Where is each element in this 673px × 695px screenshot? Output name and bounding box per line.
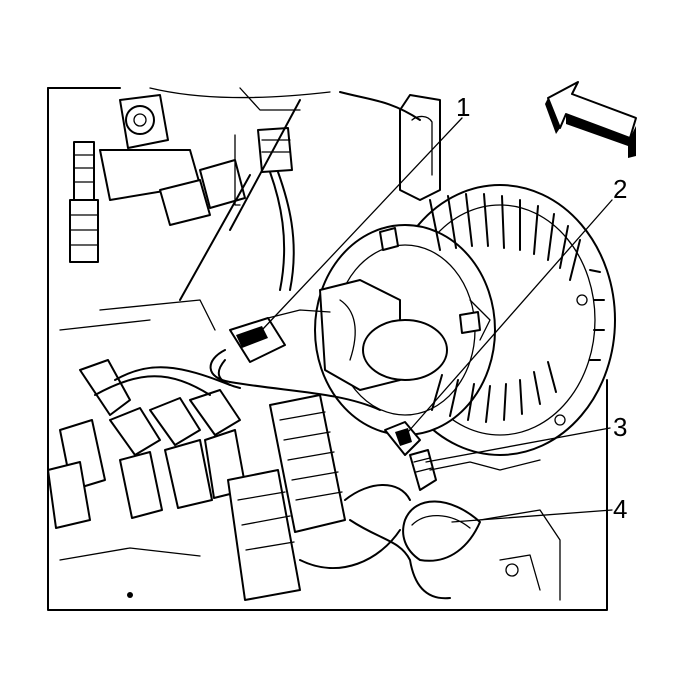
callout-labels: 1 2 3 4	[456, 92, 627, 524]
illustration-frame	[47, 87, 608, 611]
leader-4	[451, 509, 613, 523]
callout-4: 4	[613, 494, 627, 524]
direction-arrow-icon	[545, 81, 637, 158]
battery-positive-terminal	[384, 421, 481, 562]
leader-1	[261, 117, 463, 331]
leader-2	[407, 199, 613, 433]
intake-manifold-outline	[59, 91, 441, 331]
engine-harness-connector	[227, 394, 561, 601]
callout-1: 1	[456, 92, 470, 122]
generator-connector	[209, 309, 381, 411]
ignition-coil-boots	[47, 359, 247, 598]
callout-leaders	[261, 117, 613, 523]
generator-cooling-fins	[429, 193, 605, 423]
leader-3	[425, 427, 611, 463]
callout-2: 2	[613, 174, 627, 204]
callout-3: 3	[613, 412, 627, 442]
generator-assembly	[314, 184, 616, 456]
